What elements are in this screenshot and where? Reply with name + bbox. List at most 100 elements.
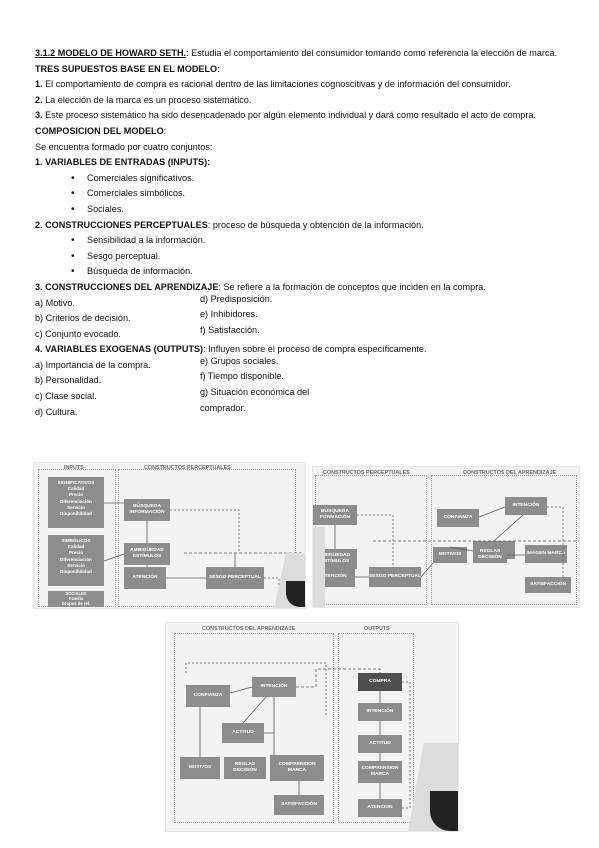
section-4-left: a) Importancia de la compra. b) Personal…	[35, 358, 200, 420]
supuesto-text: El comportamiento de compra es racional …	[42, 79, 511, 90]
figure-inputs-perceptual: INPUTS CONSTRUCTOS PERCEPTUALES SIGNIFIC…	[33, 462, 306, 609]
list-item: Sensibilidad a la información.	[71, 233, 580, 249]
section-3-title-text: 3. CONSTRUCCIONES DEL APRENDIZAJE	[35, 281, 219, 292]
list-item: f) Tiempo disponible.	[200, 371, 284, 382]
figure-3-arrows	[185, 662, 411, 809]
actitud-box: ACTITUD	[222, 723, 264, 743]
list-item: b) Personalidad.	[35, 375, 102, 386]
supuesto-1: 1. El comportamiento de compra es racion…	[35, 77, 580, 93]
supuesto-num: 1.	[35, 79, 43, 90]
box-label: Calidad	[67, 486, 85, 492]
list-item: Comerciales significativos.	[71, 171, 580, 187]
perceptual-section	[118, 469, 296, 607]
section-2-title: 2. CONSTRUCCIONES PERCEPTUALES: proceso …	[35, 218, 580, 234]
box-label: SOCIALES	[65, 591, 87, 596]
section-4-title-text: 4. VARIABLES EXOGENAS (OUTPUTS)	[35, 344, 204, 355]
busqueda-box: BÚSQUEDA INFORMACIÓN	[124, 499, 170, 521]
motivos-box: MOTIVOS	[433, 547, 467, 563]
motivos-box: MOTIVOS	[180, 757, 220, 779]
list-item: d) Cultura.	[35, 406, 78, 417]
box-label: SIMBÓLICOS	[61, 538, 91, 543]
box-label: SIGNIFICATIVOS	[57, 480, 95, 485]
supuestos-title: TRES SUPUESTOS BASE EN EL MODELO:	[35, 63, 221, 74]
list-item: f) Satisfacción.	[200, 324, 260, 335]
section-3-title: 3. CONSTRUCCIONES DEL APRENDIZAJE: Se re…	[35, 280, 580, 296]
list-item: e) Grupos sociales.	[200, 355, 279, 366]
section-2-list: Sensibilidad a la información. Sesgo per…	[35, 233, 580, 280]
ambiguedad-box: AMBIGÜEDAD ESTÍMULOS	[124, 543, 170, 565]
document-body: 3.1.2 MODELO DE HOWARD SETH.: Estudia el…	[35, 46, 580, 420]
supuesto-3: 3. Este proceso sistemático ha sido dese…	[35, 108, 580, 124]
section-1-list: Comerciales significativos. Comerciales …	[35, 171, 580, 218]
box-label: Calidad	[67, 544, 85, 550]
output-actitud-box: ACTITUD	[358, 735, 402, 753]
learning-title: CONSTRUCTOS DEL APRENDIZAJE	[202, 626, 296, 632]
supuesto-text: La elección de la marca es un proceso si…	[42, 94, 252, 105]
box-label: Grupos de ref.	[61, 600, 91, 606]
section-4-right: e) Grupos sociales. f) Tiempo disponible…	[200, 354, 400, 420]
section-4-title: 4. VARIABLES EXOGENAS (OUTPUTS): Influye…	[35, 342, 580, 358]
intencion-box: INTENCIÓN	[252, 677, 296, 697]
figure-2-arrows	[334, 506, 579, 578]
supuesto-2: 2. La elección de la marca es un proceso…	[35, 93, 580, 109]
supuesto-text: Este proceso sistemático ha sido desenca…	[42, 110, 536, 121]
busqueda-box: BÚSQUEDA FORMACIÓN	[313, 505, 357, 525]
inputs-simbolicos-box: SIMBÓLICOS Calidad Precio Diferenciación…	[48, 535, 104, 586]
compra-box: COMPRA	[358, 673, 402, 691]
learning-section	[174, 633, 334, 823]
box-label: Disponibilidad	[60, 511, 92, 517]
list-item: Búsqueda de información.	[71, 264, 580, 280]
intencion-box: INTENCIÓN	[505, 497, 547, 515]
imagen-box: IMAGEN MARCA	[525, 545, 567, 563]
list-item: Sesgo perceptual.	[71, 249, 580, 265]
learning-section	[431, 475, 577, 605]
composicion-intro: Se encuentra formado por cuatro conjunto…	[35, 141, 213, 152]
learning-title: CONSTRUCTOS DEL APRENDIZAJE	[463, 470, 557, 476]
supuesto-num: 3.	[35, 110, 43, 121]
list-item: e) Inhibidores.	[200, 309, 258, 320]
box-label: Servicio	[67, 562, 85, 568]
list-item: d) Predisposición.	[200, 293, 273, 304]
list-item: b) Criterios de decisión.	[35, 313, 131, 324]
section-3-desc: : Se refiere a la formación de conceptos…	[218, 281, 486, 292]
heading-number: 3.1.2 MODELO DE HOWARD SETH.	[35, 48, 187, 58]
inputs-significativos-box: SIGNIFICATIVOS Calidad Precio Diferencia…	[48, 477, 104, 528]
section-4-columns: a) Importancia de la compra. b) Personal…	[35, 356, 580, 420]
section-2-title-text: 2. CONSTRUCCIONES PERCEPTUALES	[35, 219, 208, 230]
section-4-desc: : Influyen sobre el proceso de compra es…	[203, 344, 427, 355]
sesgo-box: SESGO PERCEPTUAL	[369, 567, 421, 587]
confianza-box: CONFIANZA	[437, 509, 479, 527]
box-label: Precio	[68, 492, 84, 498]
section-3-left: a) Motivo. b) Criterios de decisión. c) …	[35, 296, 200, 343]
comprension-box: COMPRENSION MARCA	[270, 755, 324, 781]
list-item: Sociales.	[71, 202, 580, 218]
box-label: Servicio	[67, 504, 85, 510]
inputs-sociales-box: SOCIALES Familia Grupos de ref.	[48, 591, 104, 607]
box-label: Precio	[68, 550, 84, 556]
inputs-title: INPUTS	[64, 465, 84, 471]
outputs-title: OUTPUTS	[364, 626, 390, 632]
atencion-box: ATENCIÓN	[124, 567, 166, 589]
sesgo-box: SESGO PERCEPTUAL	[206, 567, 264, 589]
outputs-section	[338, 633, 414, 823]
figure-perceptual-learning: CONSTRUCTOS PERCEPTUALES CONSTRUCTOS DEL…	[312, 466, 580, 608]
section-1-title: 1. VARIABLES DE ENTRADAS (INPUTS):	[35, 157, 211, 168]
list-item: g) Situación económica del comprador.	[200, 387, 310, 413]
page-curl	[286, 581, 305, 607]
composicion-title: COMPOSICION DEL MODELO:	[35, 124, 580, 140]
list-item: c) Conjunto evocado.	[35, 328, 121, 339]
list-item: a) Importancia de la compra.	[35, 359, 151, 370]
composicion-colon: :	[163, 125, 167, 136]
section-3-columns: a) Motivo. b) Criterios de decisión. c) …	[35, 294, 580, 343]
page-shadow	[313, 527, 325, 607]
perceptual-title: CONSTRUCTOS PERCEPTUALES	[323, 470, 410, 476]
satisfaccion-box: SATISFACCIÓN	[274, 795, 324, 815]
box-label: Disponibilidad	[60, 569, 92, 575]
satisfaccion-box: SATISFACCIÓN	[525, 577, 571, 593]
section-2-desc: : proceso de búsqueda y obtención de la …	[207, 219, 424, 230]
confianza-box: CONFIANZA	[186, 685, 230, 707]
list-item: Comerciales simbólicos.	[71, 186, 580, 202]
list-item: c) Clase social.	[35, 391, 97, 402]
perceptual-title: CONSTRUCTOS PERCEPTUALES	[144, 465, 231, 471]
box-label: Diferenciación	[60, 498, 92, 504]
